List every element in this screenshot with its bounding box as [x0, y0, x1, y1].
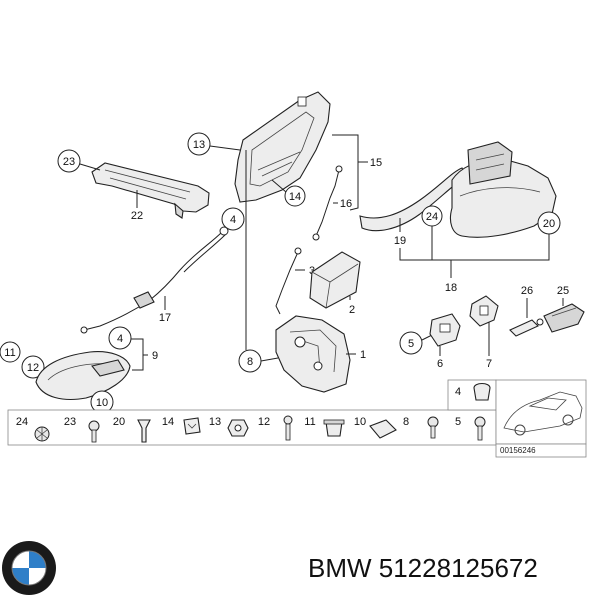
part-25-insert [543, 303, 585, 333]
part-16-link-rod [312, 165, 343, 241]
callout-7: 7 [486, 322, 492, 370]
callout-1: 1 [346, 349, 366, 361]
part-26-pin [509, 318, 544, 337]
callout-2: 2 [349, 296, 355, 316]
part-2-lock-block [309, 251, 361, 309]
car-reference-thumbnail: 00156246 [495, 379, 587, 458]
strip-item-20: 20 [113, 416, 151, 443]
svg-text:6: 6 [437, 358, 443, 370]
svg-text:4: 4 [230, 214, 236, 226]
svg-text:2: 2 [349, 304, 355, 316]
callout-24-top: 24 [421, 205, 443, 227]
svg-text:15: 15 [370, 157, 382, 169]
part-3-rod [275, 247, 302, 315]
callout-10: 10 [90, 390, 114, 414]
svg-text:24: 24 [426, 211, 438, 223]
callout-16: 16 [333, 198, 352, 210]
svg-text:12: 12 [27, 362, 39, 374]
svg-text:10: 10 [96, 397, 108, 409]
svg-text:4: 4 [455, 386, 461, 398]
callout-25: 25 [557, 285, 569, 306]
part-22-handle-carrier [91, 162, 210, 219]
svg-text:19: 19 [394, 235, 406, 247]
svg-text:10: 10 [354, 416, 366, 428]
strip-item-24: 24 [16, 416, 50, 442]
strip-item-13: 13 [209, 416, 249, 437]
svg-text:8: 8 [247, 356, 253, 368]
svg-text:24: 24 [16, 416, 28, 428]
callout-14: 14 [271, 179, 306, 207]
strip-item-12: 12 [258, 415, 293, 441]
svg-text:11: 11 [304, 416, 315, 428]
callout-6: 6 [437, 346, 443, 370]
strip-item-14: 14 [162, 416, 201, 435]
svg-text:13: 13 [193, 139, 205, 151]
part-20-outer-handle [449, 141, 557, 238]
callout-13: 13 [187, 132, 241, 156]
svg-text:17: 17 [159, 312, 171, 324]
svg-text:22: 22 [131, 210, 143, 222]
svg-text:23: 23 [64, 416, 76, 428]
callout-12: 12 [21, 355, 45, 379]
callout-22: 22 [131, 190, 143, 222]
svg-text:20: 20 [543, 218, 555, 230]
callout-5: 5 [399, 331, 435, 355]
reference-code: 00156246 [500, 446, 536, 455]
svg-text:16: 16 [340, 198, 352, 210]
svg-text:5: 5 [408, 338, 414, 350]
strip-item-11: 11 [304, 416, 345, 437]
callout-15: 15 [332, 134, 382, 211]
part-7-cylinder-cap [469, 295, 499, 327]
part-15-carrier-frame [234, 91, 331, 203]
strip-item-10: 10 [354, 416, 397, 439]
part-6-cover [429, 313, 461, 347]
svg-text:4: 4 [117, 333, 123, 345]
callout-3: 3 [295, 265, 315, 277]
svg-text:1: 1 [360, 349, 366, 361]
strip-item-4: 4 [447, 379, 497, 411]
svg-text:11: 11 [4, 347, 15, 359]
svg-text:18: 18 [445, 282, 457, 294]
bmw-roundel-logo [2, 541, 56, 595]
strip-item-23: 23 [64, 416, 100, 443]
fastener-strip: 24 23 20 14 13 12 11 [7, 409, 497, 446]
callout-26: 26 [521, 285, 533, 318]
svg-text:14: 14 [289, 191, 301, 203]
part-number-title: BMW 51228125672 [308, 553, 538, 583]
svg-text:26: 26 [521, 285, 533, 297]
strip-item-5: 5 [455, 416, 486, 441]
callout-11: 11 [0, 341, 21, 363]
svg-text:20: 20 [113, 416, 125, 428]
callout-18: 18 [399, 226, 550, 294]
part-12-inner-handle-bezel [35, 351, 131, 400]
callout-4-handle: 4 9 [108, 326, 158, 371]
part-1-door-lock [275, 315, 351, 393]
callout-8-lock: 8 [238, 150, 279, 373]
svg-text:12: 12 [258, 416, 270, 428]
svg-text:8: 8 [403, 416, 409, 428]
callout-23: 23 [57, 149, 101, 173]
callout-17: 17 [159, 296, 171, 324]
svg-text:7: 7 [486, 358, 492, 370]
svg-text:25: 25 [557, 285, 569, 297]
callout-19: 19 [394, 218, 406, 247]
svg-text:13: 13 [209, 416, 221, 428]
svg-text:3: 3 [309, 265, 315, 277]
strip-item-8: 8 [403, 416, 439, 439]
part-17-cable [80, 226, 229, 334]
callout-20-top: 20 [537, 211, 561, 235]
svg-text:9: 9 [152, 350, 158, 362]
svg-text:5: 5 [455, 416, 461, 428]
callout-4-top: 4 [221, 207, 245, 231]
svg-text:14: 14 [162, 416, 174, 428]
svg-text:23: 23 [63, 156, 75, 168]
